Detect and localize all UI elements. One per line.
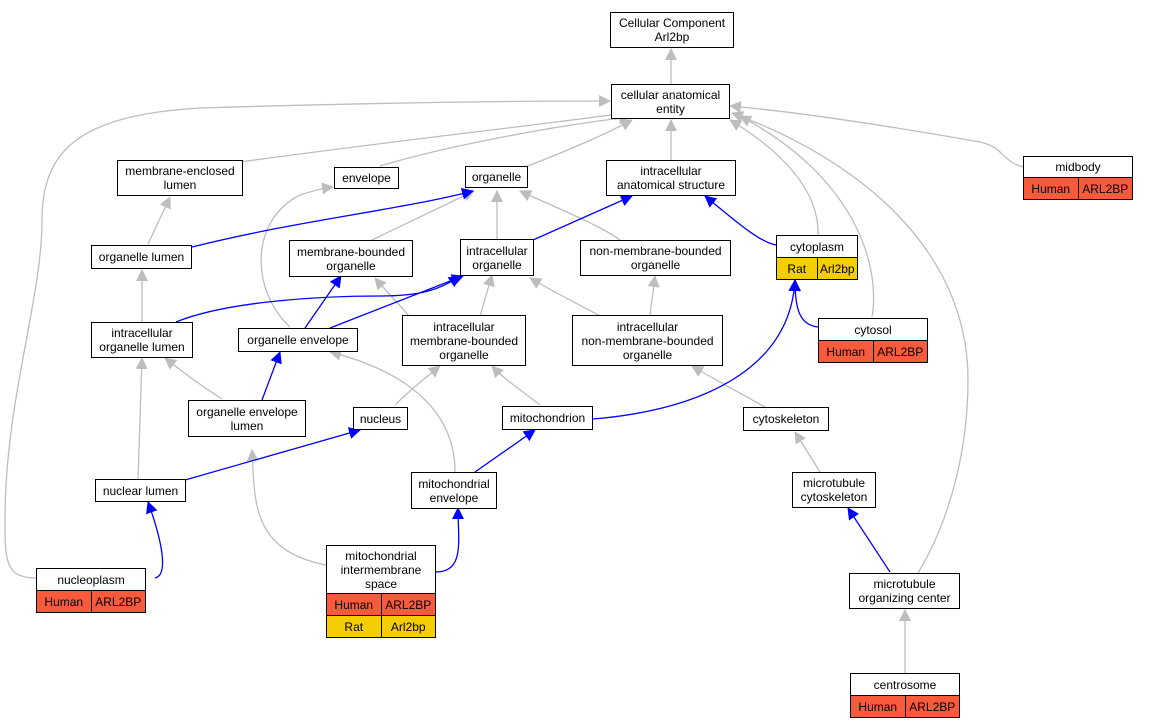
node-microtubule-cytoskeleton[interactable]: microtubule cytoskeleton: [792, 472, 876, 508]
annotation-mis-human: Human ARL2BP: [326, 593, 436, 616]
edge-imbo-to-io: [479, 274, 495, 317]
annotation-organism: Human: [334, 597, 374, 612]
node-mitochondrial-intermembrane-space[interactable]: mitochondrial intermembrane space: [326, 545, 436, 594]
node-midbody[interactable]: midbody: [1023, 156, 1133, 178]
edge-nucleoplasm-to-cae: [4, 95, 611, 579]
edge-mito-to-imbo: [491, 365, 541, 406]
edge-inmbo-to-io: [529, 277, 601, 317]
node-membrane-bounded-organelle[interactable]: membrane-bounded organelle: [289, 240, 413, 277]
node-nucleus[interactable]: nucleus: [353, 407, 408, 430]
edge-cytosol-partof-cytoplasm: [789, 279, 819, 328]
annotation-gene: ARL2BP: [872, 341, 928, 362]
node-cytoskeleton[interactable]: cytoskeleton: [743, 407, 829, 431]
edge-mtoc-partof-mtcyto: [847, 507, 891, 573]
edge-cytoskel-to-inmbo: [691, 365, 766, 408]
edge-io-partof-ias: [532, 194, 633, 241]
node-root[interactable]: Cellular Component Arl2bp: [610, 12, 734, 48]
node-centrosome[interactable]: centrosome: [850, 673, 960, 696]
node-cytoplasm[interactable]: cytoplasm: [776, 235, 858, 258]
annotation-organism: Human: [1031, 181, 1071, 196]
edge-cytoplasm-partof-ias: [704, 195, 777, 246]
annotation-gene: ARL2BP: [380, 594, 436, 615]
edge-env-to-cae: [379, 112, 631, 167]
node-organelle-envelope-lumen[interactable]: organelle envelope lumen: [188, 400, 306, 437]
edge-iol-partof-io: [175, 275, 461, 323]
node-nucleoplasm[interactable]: nucleoplasm: [36, 568, 146, 591]
node-intracellular-non-membrane-bounded-organelle[interactable]: intracellular non-membrane-bounded organ…: [572, 315, 723, 366]
edge-mbo-to-org: [369, 190, 475, 242]
annotation-organism: Human: [826, 344, 866, 359]
edge-nuclumen-to-iol: [135, 357, 148, 481]
annotation-gene: Arl2bp: [380, 616, 436, 637]
annotation-midbody-human: Human ARL2BP: [1023, 177, 1133, 200]
edge-cytosol-to-cae: [739, 115, 875, 318]
annotation-gene: ARL2BP: [1077, 178, 1133, 199]
edge-midbody-to-cae: [729, 100, 1024, 168]
edge-nuclumen-partof-nucleus: [184, 427, 361, 481]
edge-org-to-cae: [524, 119, 633, 168]
edge-mis-partof-mitoenv: [435, 507, 465, 573]
edge-orglumen-partof-org: [191, 187, 474, 248]
edge-nucleoplasm-partof-nuclumen: [146, 501, 164, 579]
edge-inmbo-to-nmbo: [647, 275, 660, 316]
edge-orgenv-partof-mbo: [304, 275, 342, 329]
node-mitochondrion[interactable]: mitochondrion: [502, 406, 593, 430]
node-membrane-enclosed-lumen[interactable]: membrane-enclosed lumen: [117, 160, 243, 196]
edge-orgenv-to-env: [260, 182, 334, 328]
edge-mtoc-to-cae: [731, 111, 969, 574]
edge-mitoenv-partof-mito: [474, 429, 536, 473]
node-cytosol[interactable]: cytosol: [818, 318, 928, 341]
edge-mel-to-cae: [239, 108, 626, 163]
node-organelle-envelope[interactable]: organelle envelope: [238, 328, 358, 352]
annotation-gene: ARL2BP: [90, 591, 146, 612]
node-intracellular-membrane-bounded-organelle[interactable]: intracellular membrane-bounded organelle: [402, 315, 526, 366]
node-envelope[interactable]: envelope: [334, 167, 399, 189]
edge-mito-partof-cytoplasm: [592, 279, 801, 420]
edge-nucleus-to-imbo: [394, 365, 441, 406]
annotation-organism: Rat: [787, 261, 807, 276]
edge-mis-to-oel: [246, 449, 327, 566]
annotation-centrosome-human: Human ARL2BP: [850, 695, 960, 718]
edge-oel-to-iol: [164, 357, 223, 400]
annotation-organism: Human: [44, 594, 84, 609]
node-non-membrane-bounded-organelle[interactable]: non-membrane-bounded organelle: [580, 240, 731, 276]
node-cellular-anatomical-entity[interactable]: cellular anatomical entity: [611, 84, 730, 119]
node-microtubule-organizing-center[interactable]: microtubule organizing center: [849, 573, 960, 609]
node-intracellular-organelle[interactable]: intracellular organelle: [460, 239, 534, 276]
node-intracellular-anatomical-structure[interactable]: intracellular anatomical structure: [606, 160, 736, 196]
edge-oel-partof-orgenv: [261, 351, 282, 401]
annotation-organism: Rat: [344, 619, 364, 634]
annotation-cytoplasm-rat: Rat Arl2bp: [776, 257, 858, 280]
annotation-cytosol-human: Human ARL2BP: [818, 340, 928, 363]
node-mitochondrial-envelope[interactable]: mitochondrial envelope: [411, 472, 497, 509]
edge-orglumen-to-mel: [147, 196, 171, 245]
node-organelle[interactable]: organelle: [465, 166, 528, 188]
node-nuclear-lumen[interactable]: nuclear lumen: [95, 479, 186, 502]
annotation-nucleoplasm-human: Human ARL2BP: [36, 590, 146, 613]
annotation-gene: Arl2bp: [816, 258, 858, 279]
annotation-organism: Human: [858, 699, 898, 714]
edge-nmbo-to-org: [519, 190, 621, 241]
edge-cytoplasm-to-cae: [729, 119, 819, 237]
edge-imbo-to-mbo: [374, 277, 411, 318]
node-intracellular-organelle-lumen[interactable]: intracellular organelle lumen: [91, 322, 193, 358]
edge-mtcyto-to-cytoskel: [794, 431, 821, 473]
annotation-mis-rat: Rat Arl2bp: [326, 615, 436, 638]
edge-orgenv-partof-io: [329, 274, 464, 329]
node-organelle-lumen[interactable]: organelle lumen: [91, 245, 192, 269]
annotation-gene: ARL2BP: [904, 696, 960, 717]
edge-mitoenv-to-orgenv: [329, 348, 456, 473]
